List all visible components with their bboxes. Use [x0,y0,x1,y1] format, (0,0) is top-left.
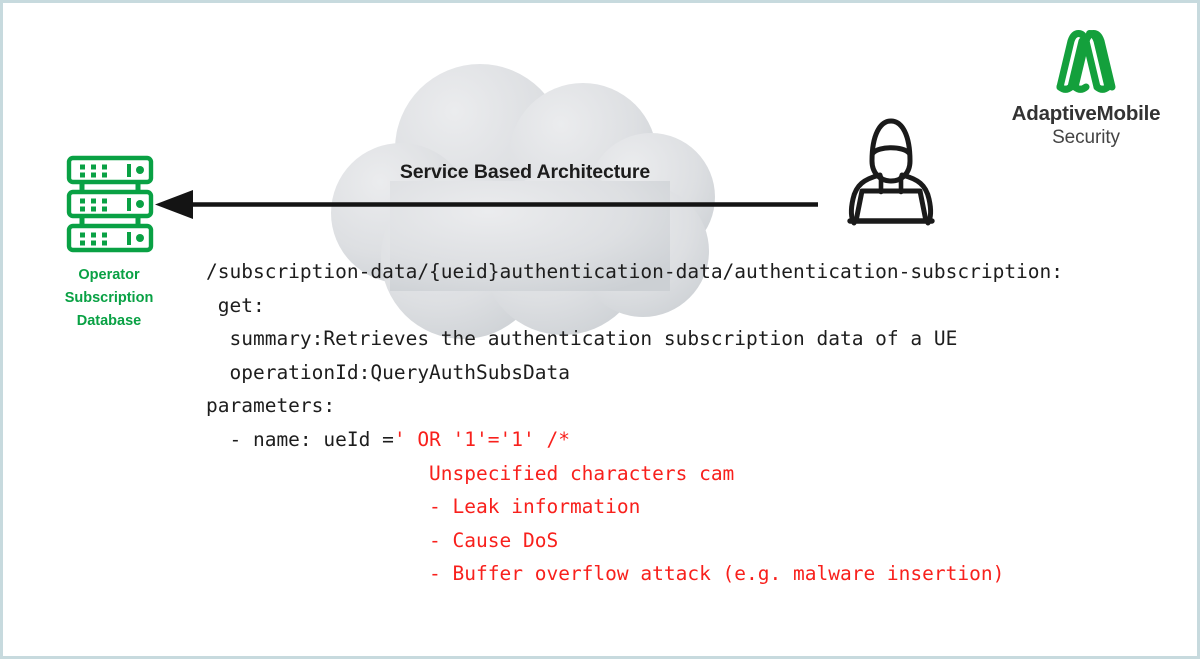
cloud-title: Service Based Architecture [399,161,651,183]
code-segment: get: [206,293,265,317]
code-segment: Unspecified characters cam [206,461,735,485]
database-label-line-2: Subscription [64,289,154,306]
hooded-hacker-with-laptop-icon [834,113,948,231]
code-segment: - name: ueId = [206,427,394,451]
code-line: operationId:QueryAuthSubsData [206,356,1166,390]
adaptivemobile-logo: AdaptiveMobile Security [1003,29,1169,149]
database-label-line-3: Database [76,312,142,329]
code-segment: - Buffer overflow attack (e.g. malware i… [206,562,1005,586]
code-segment: - Cause DoS [206,528,559,552]
code-segment: operationId:QueryAuthSubsData [206,360,570,384]
code-line: - Cause DoS [206,524,1166,558]
code-segment: parameters: [206,394,336,418]
code-segment: ' OR '1'='1' /* [393,427,570,451]
code-line: - Leak information [206,490,1166,524]
code-line: /subscription-data/{ueid}authentication-… [206,255,1166,289]
logo-subtitle: Security [1052,127,1120,148]
code-line: - name: ueId =' OR '1'='1' /* [206,423,1166,457]
code-line: summary:Retrieves the authentication sub… [206,322,1166,356]
api-spec-code-block: /subscription-data/{ueid}authentication-… [206,255,1166,591]
server-stack-icon [66,155,154,255]
code-line: - Buffer overflow attack (e.g. malware i… [206,557,1166,591]
logo-company-name: AdaptiveMobile [1011,102,1161,125]
database-label: Operator Subscription Database [23,264,195,333]
code-segment: - Leak information [206,495,641,519]
code-line: get: [206,289,1166,323]
database-label-line-1: Operator [78,267,140,283]
attack-flow-arrow [153,189,833,223]
code-segment: /subscription-data/{ueid}authentication-… [206,260,1064,283]
adaptivemobile-m-mark-icon [1056,30,1116,93]
code-line: Unspecified characters cam [206,457,1166,491]
arrow-head-icon [155,190,193,219]
code-line: parameters: [206,389,1166,423]
code-segment: summary:Retrieves the authentication sub… [206,327,958,351]
